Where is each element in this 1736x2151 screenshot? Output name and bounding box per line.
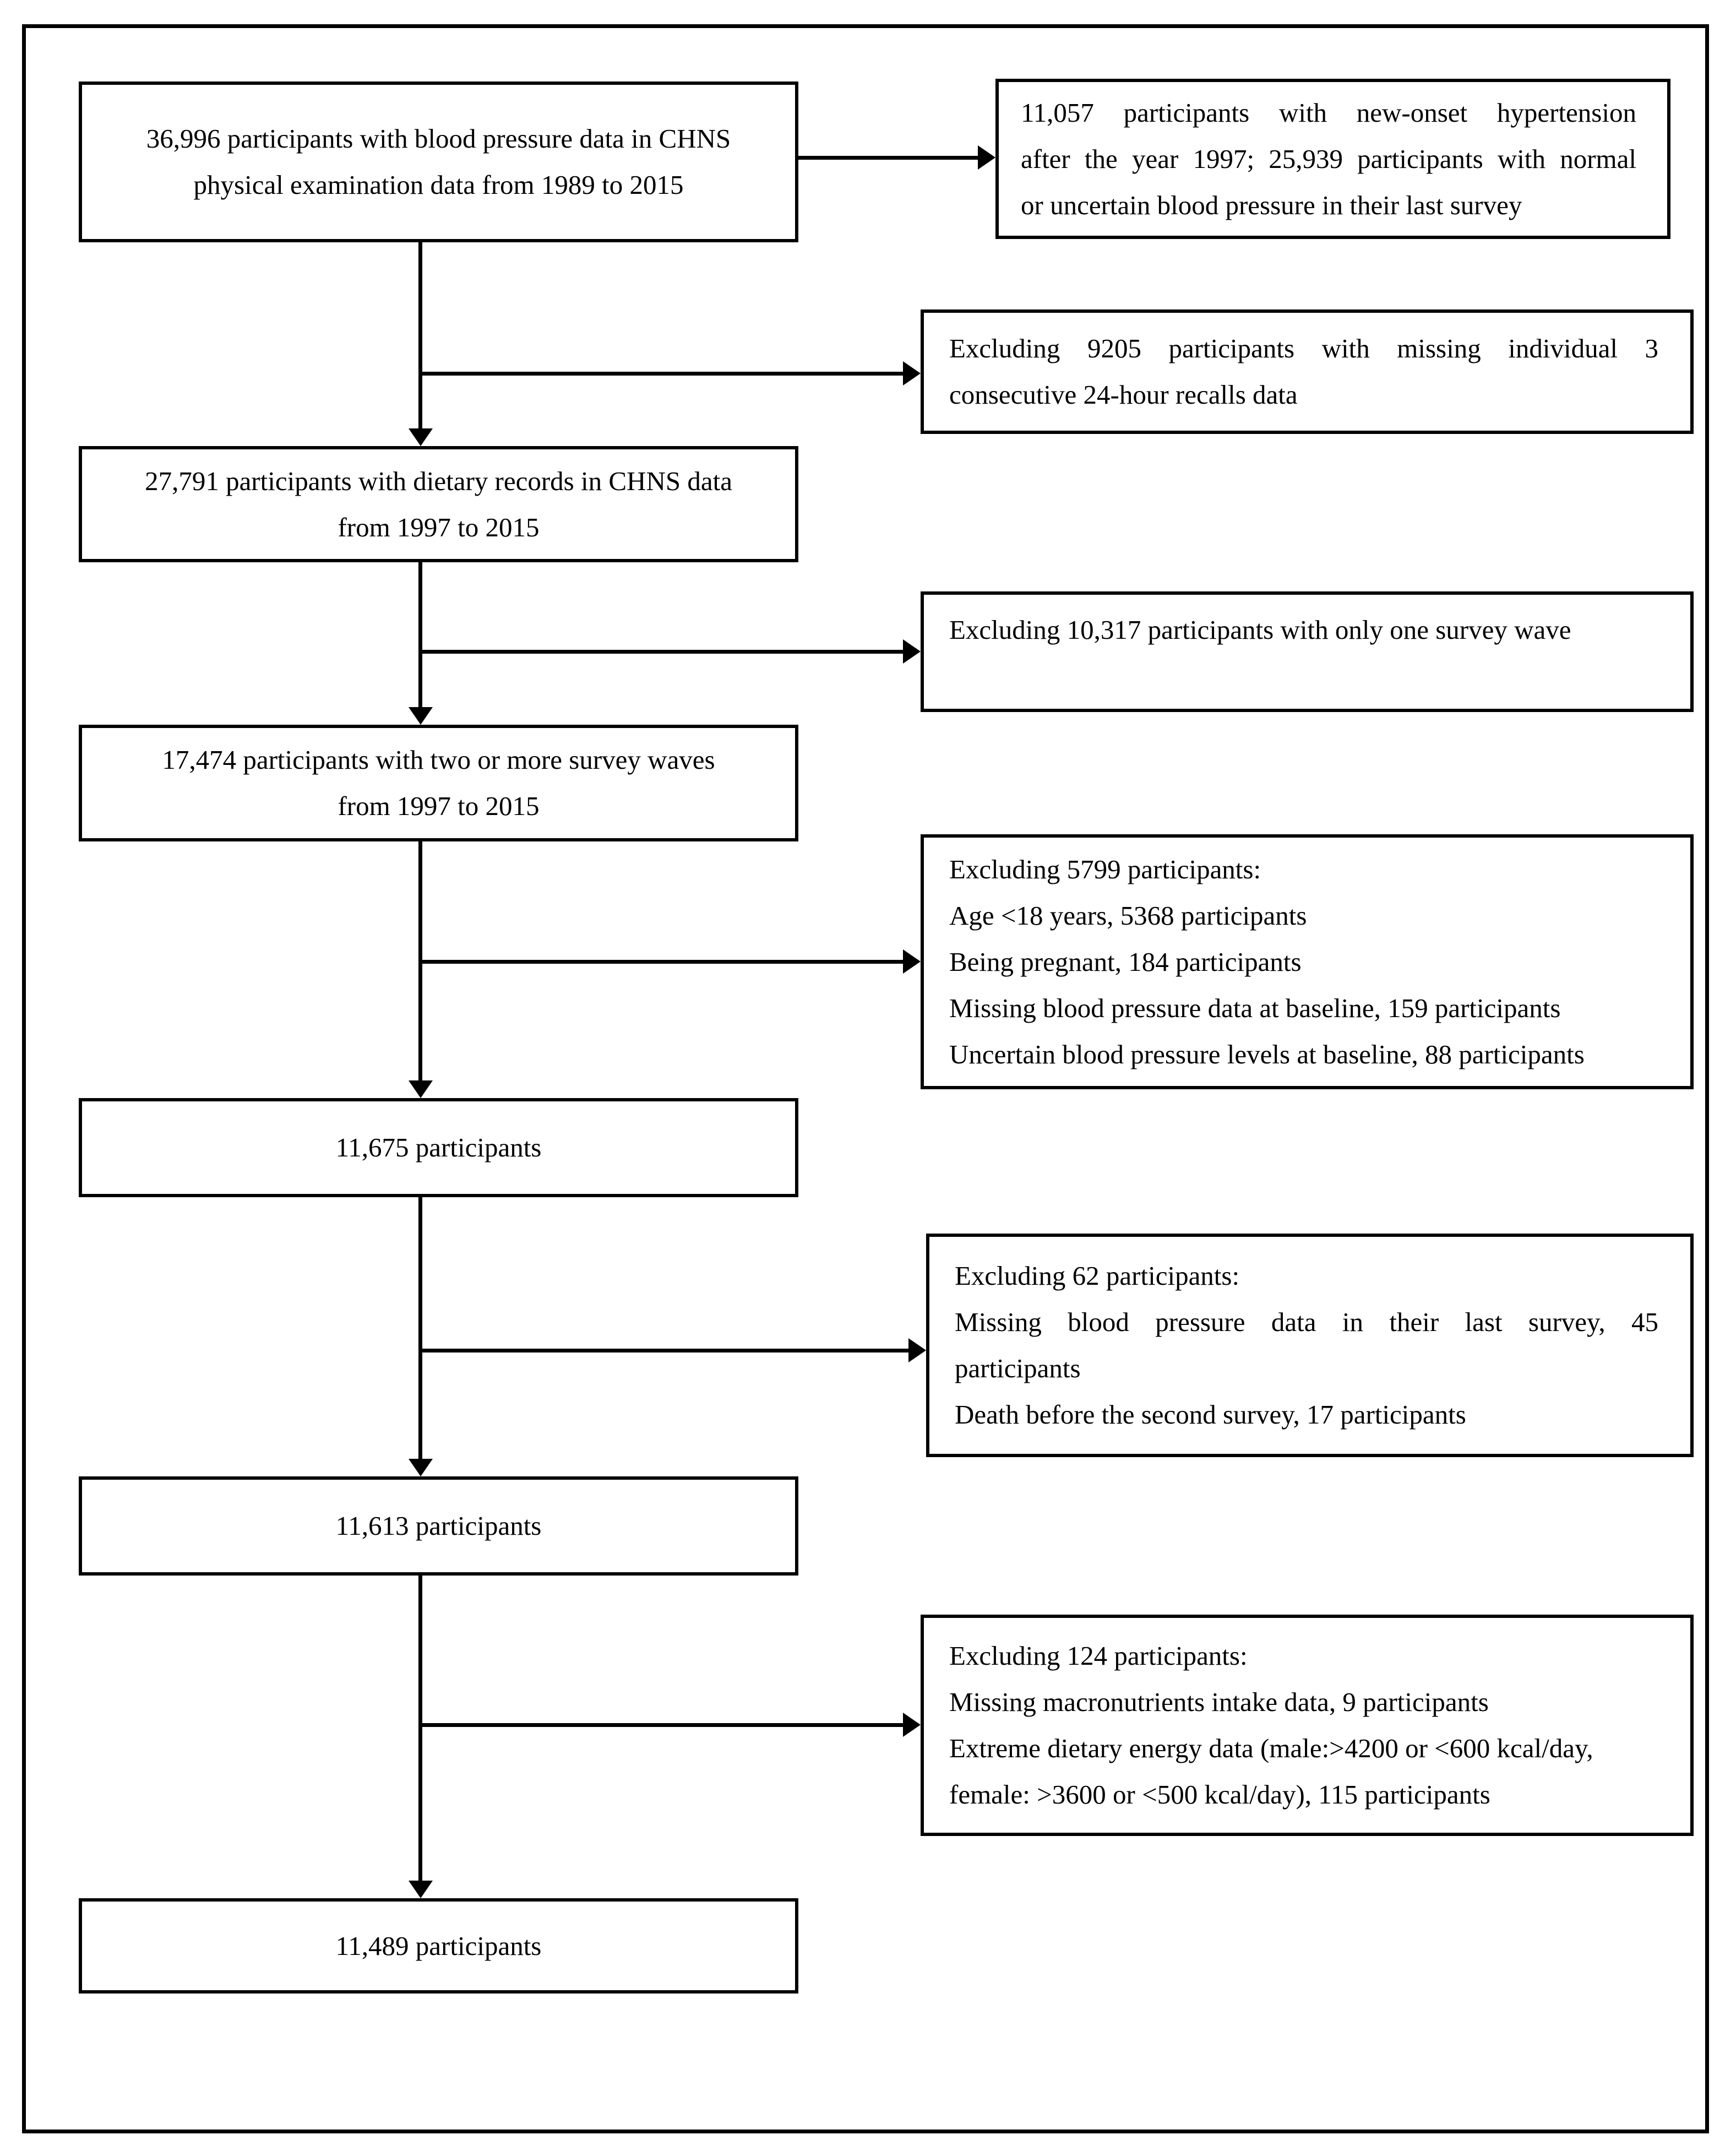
- text-line: 11,057 participants with new-onset hyper…: [1021, 97, 1636, 128]
- flow-line: [418, 650, 904, 654]
- text-line: participants: [955, 1353, 1081, 1383]
- box-11675-participants: 11,675 participants: [79, 1098, 798, 1197]
- arrowhead-right-icon: [903, 361, 921, 385]
- text-line: 36,996 participants with blood pressure …: [146, 123, 731, 154]
- arrowhead-down-icon: [409, 1459, 433, 1476]
- text-line: female: >3600 or <500 kcal/day), 115 par…: [949, 1779, 1490, 1810]
- text-line: 11,489 participants: [335, 1930, 542, 1961]
- text-line: after the year 1997; 25,939 participants…: [1021, 143, 1636, 174]
- text-line: Death before the second survey, 17 parti…: [955, 1399, 1466, 1430]
- box-11613-participants: 11,613 participants: [79, 1476, 798, 1576]
- text-line: consecutive 24-hour recalls data: [949, 379, 1298, 410]
- arrowhead-right-icon: [903, 949, 921, 974]
- text-line: Excluding 62 participants:: [955, 1261, 1240, 1291]
- text-line: physical examination data from 1989 to 2…: [193, 170, 684, 200]
- text-line: from 1997 to 2015: [338, 512, 540, 542]
- box-excluded-11057-hypertension: 11,057 participants with new-onset hyper…: [995, 79, 1670, 239]
- arrowhead-down-icon: [409, 1080, 433, 1098]
- flow-line: [418, 1723, 904, 1727]
- flow-line: [418, 562, 422, 708]
- arrowhead-down-icon: [409, 707, 433, 725]
- box-excluding-9205: Excluding 9205 participants with missing…: [921, 309, 1694, 434]
- box-17474-participants: 17,474 participants with two or more sur…: [79, 725, 798, 841]
- text-line: Missing blood pressure data in their las…: [955, 1307, 1658, 1337]
- text-line: or uncertain blood pressure in their las…: [1021, 189, 1522, 220]
- text-line: Excluding 10,317 participants with only …: [949, 615, 1571, 645]
- box-36996-participants: 36,996 participants with blood pressure …: [79, 82, 798, 242]
- flow-line: [418, 242, 422, 428]
- flow-line: [418, 1197, 422, 1460]
- flow-line: [798, 156, 978, 160]
- box-excluding-62: Excluding 62 participants: Missing blood…: [926, 1234, 1694, 1457]
- text-line: Extreme dietary energy data (male:>4200 …: [949, 1733, 1593, 1763]
- text-line: 17,474 participants with two or more sur…: [162, 745, 715, 775]
- text-line: Being pregnant, 184 participants: [949, 946, 1302, 977]
- text-line: 11,675 participants: [335, 1132, 542, 1163]
- arrowhead-right-icon: [903, 1713, 921, 1737]
- flow-line: [418, 372, 904, 376]
- box-11489-participants: 11,489 participants: [79, 1898, 798, 1994]
- arrowhead-down-icon: [409, 1881, 433, 1898]
- box-excluding-5799: Excluding 5799 participants: Age <18 yea…: [921, 834, 1694, 1089]
- text-line: Uncertain blood pressure levels at basel…: [949, 1039, 1585, 1069]
- text-line: from 1997 to 2015: [338, 791, 540, 821]
- text-line: Missing macronutrients intake data, 9 pa…: [949, 1687, 1489, 1717]
- arrowhead-down-icon: [409, 428, 433, 446]
- box-27791-participants: 27,791 participants with dietary records…: [79, 446, 798, 562]
- box-excluding-124: Excluding 124 participants: Missing macr…: [921, 1615, 1694, 1836]
- flow-line: [418, 1349, 910, 1352]
- flow-line: [418, 960, 904, 964]
- flow-line: [418, 1575, 422, 1882]
- text-line: 11,613 participants: [335, 1511, 542, 1541]
- text-line: Excluding 5799 participants:: [949, 854, 1261, 884]
- text-line: Excluding 9205 participants with missing…: [949, 333, 1658, 363]
- arrowhead-right-icon: [908, 1338, 926, 1362]
- arrowhead-right-icon: [978, 145, 995, 170]
- text-line: Age <18 years, 5368 participants: [949, 900, 1307, 931]
- text-line: 27,791 participants with dietary records…: [145, 465, 732, 496]
- text-line: Excluding 124 participants:: [949, 1641, 1248, 1671]
- arrowhead-right-icon: [903, 639, 921, 664]
- box-excluding-10317: Excluding 10,317 participants with only …: [921, 591, 1694, 712]
- text-line: Missing blood pressure data at baseline,…: [949, 992, 1561, 1023]
